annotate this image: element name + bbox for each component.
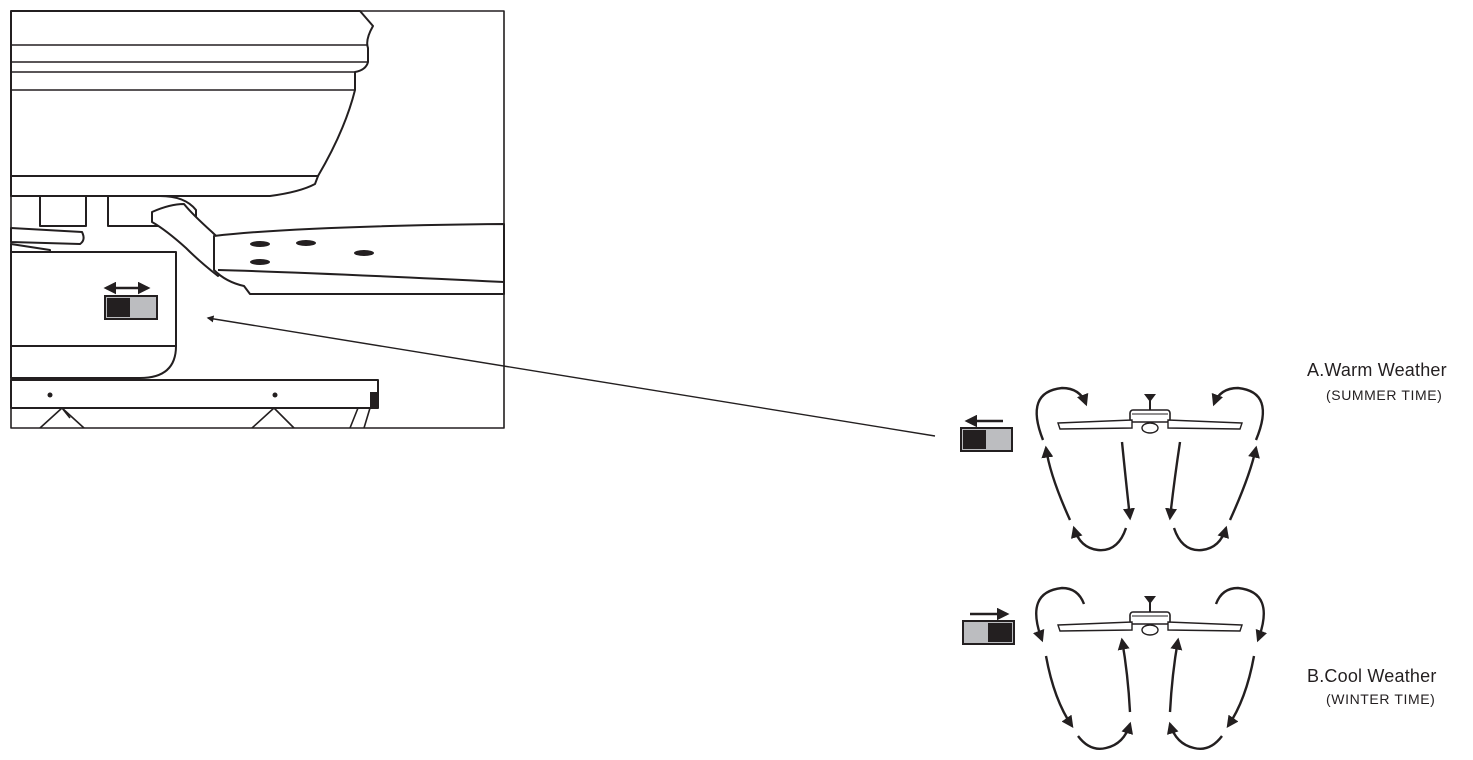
warm-weather-subtitle: (SUMMER TIME) — [1326, 387, 1443, 403]
cool-weather-diagram — [962, 586, 1267, 750]
fan-blade — [213, 223, 505, 296]
switch-left-position — [960, 414, 1013, 452]
pointer-arrow — [206, 315, 936, 437]
light-kit-bar — [10, 379, 379, 409]
blade-bracket-left — [10, 227, 85, 245]
cool-weather-subtitle: (WINTER TIME) — [1326, 691, 1436, 707]
switch-right-position — [962, 607, 1015, 645]
airflow-arrow-icon — [1035, 386, 1265, 552]
warm-weather-diagram — [960, 386, 1265, 552]
reverse-switch-icon — [103, 281, 158, 320]
airflow-arrow-icon — [1033, 586, 1267, 750]
fan-housing — [10, 10, 374, 177]
warm-weather-title: A.Warm Weather — [1307, 360, 1447, 380]
motor-housing-detail — [10, 10, 505, 429]
ceiling-fan-icon — [1057, 595, 1243, 636]
cool-weather-title: B.Cool Weather — [1307, 666, 1437, 686]
ceiling-fan-icon — [1057, 393, 1243, 434]
